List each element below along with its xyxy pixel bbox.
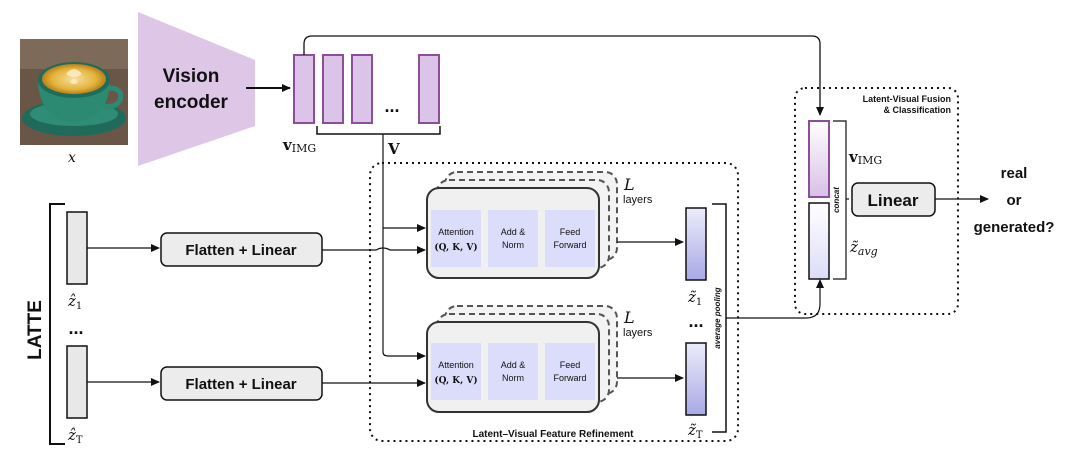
attention-top-line1: Attention [438, 227, 474, 237]
fusion-title-line2: & Classification [883, 105, 951, 115]
transformer-stack-top [426, 171, 618, 279]
fusion-title-line1: Latent-Visual Fusion [863, 94, 951, 104]
addnorm-block-top [488, 210, 538, 267]
vision-encoder [138, 12, 255, 166]
fusion-region [794, 87, 959, 315]
feedforward-bottom-line1: Feed [560, 360, 581, 370]
tokens-ellipsis: ... [384, 96, 399, 116]
refined-zT-label: z̃T [687, 421, 703, 441]
refined-z1 [685, 207, 707, 281]
feedforward-bottom-line2: Forward [553, 373, 586, 383]
input-image [20, 39, 128, 145]
latent-ellipsis: ... [68, 318, 83, 338]
refined-z1-label: z̃1 [687, 288, 702, 308]
flatten-to-top-block-arrow [322, 246, 426, 254]
v-img-skip-arrow [303, 35, 824, 116]
latte-bracket [49, 203, 65, 445]
output-line1: real [1001, 165, 1028, 182]
addnorm-top-line2: Norm [502, 240, 524, 250]
flatten-linear-top-label: Flatten + Linear [185, 242, 296, 259]
refined-zT [685, 342, 707, 416]
refined-ellipsis: ... [688, 311, 703, 331]
layers-bottom-word: layers [623, 327, 653, 339]
concat-label: concat [832, 187, 841, 213]
attention-block-top [431, 210, 481, 267]
latent-zT-label: ẑT [67, 426, 83, 446]
token-v-img [293, 54, 315, 124]
v-img-label: vIMG [282, 136, 316, 155]
fusion-z-avg-label: z̃avg [849, 238, 878, 258]
encoder-label-line1: Vision [163, 66, 220, 87]
flatten-linear-bottom-label: Flatten + Linear [185, 376, 296, 393]
visual-tokens [293, 54, 440, 124]
attention-block-bottom [431, 343, 481, 400]
addnorm-bottom-line2: Norm [502, 373, 524, 383]
v-set-bracket [316, 126, 441, 135]
attention-top-line2: (Q, K, V) [434, 242, 477, 253]
attention-bottom-line2: (Q, K, V) [434, 375, 477, 386]
output-line2: or [1007, 192, 1022, 209]
feedforward-top-line1: Feed [560, 227, 581, 237]
fusion-v-img [808, 120, 830, 198]
latte-title: LATTE [25, 300, 46, 360]
latent-z1-label: ẑ1 [67, 292, 82, 312]
layers-top-L: L [623, 175, 635, 194]
token-2 [322, 54, 344, 124]
attention-bottom-line1: Attention [438, 360, 474, 370]
token-3 [351, 54, 373, 124]
addnorm-block-bottom [488, 343, 538, 400]
feedforward-top-line2: Forward [553, 240, 586, 250]
pooling-to-fusion-arrow [726, 279, 824, 319]
addnorm-bottom-line1: Add & [501, 360, 526, 370]
encoder-label-line2: encoder [154, 92, 229, 113]
feedforward-block-bottom [545, 343, 595, 400]
fusion-v-img-label: vIMG [848, 148, 882, 167]
refinement-region-label: Latent–Visual Feature Refinement [473, 429, 635, 440]
input-caption: x [68, 150, 76, 166]
latent-z1 [66, 211, 88, 285]
output-line3: generated? [974, 219, 1055, 236]
transformer-stack-bottom [426, 305, 618, 413]
layers-bottom-L: L [623, 308, 635, 327]
layers-top-word: layers [623, 194, 653, 206]
v-set-label: V [387, 140, 400, 158]
concat-bracket [833, 120, 847, 280]
average-pooling-label: average pooling [713, 287, 722, 348]
addnorm-top-line1: Add & [501, 227, 526, 237]
latent-zT [66, 345, 88, 419]
v-to-bottom-block-arrow [382, 134, 426, 360]
fusion-z-avg [808, 202, 830, 280]
token-n [418, 54, 440, 124]
linear-label: Linear [867, 191, 918, 210]
feedforward-block-top [545, 210, 595, 267]
